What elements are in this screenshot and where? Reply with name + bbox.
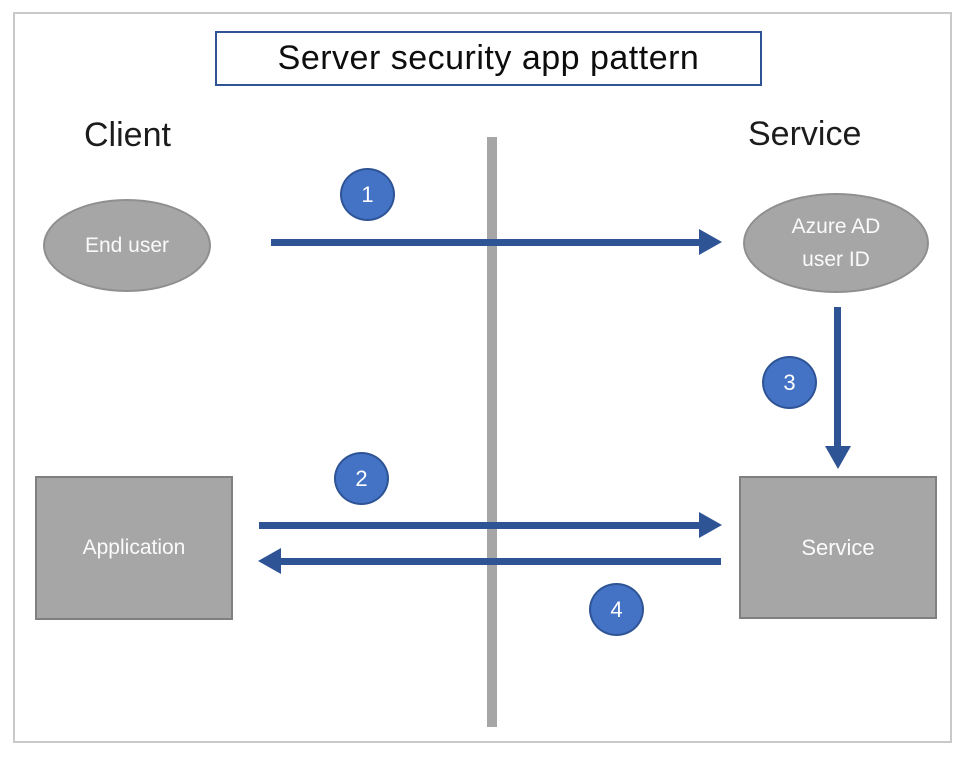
service-column-header: Service xyxy=(748,115,862,153)
diagram-title-box: Server security app pattern xyxy=(215,31,762,86)
step-1-number: 1 xyxy=(361,181,374,207)
step-2-number: 2 xyxy=(355,465,368,491)
client-service-divider xyxy=(487,137,497,727)
end-user-label: End user xyxy=(84,233,170,257)
arrow-1-head-right-icon xyxy=(699,229,722,255)
step-1-badge: 1 xyxy=(340,168,395,221)
arrow-3-head-down-icon xyxy=(825,446,851,469)
diagram-frame-border xyxy=(13,12,952,743)
azure-ad-label-line1: Azure AD xyxy=(791,215,881,238)
step-2-badge: 2 xyxy=(334,452,389,505)
arrow-3-line xyxy=(834,307,841,446)
step-3-number: 3 xyxy=(783,369,796,395)
arrow-4-line xyxy=(281,558,721,565)
arrow-2-line xyxy=(259,522,699,529)
service-node: Service xyxy=(739,476,937,619)
end-user-node: End user xyxy=(43,199,211,292)
azure-ad-user-id-node: Azure AD user ID xyxy=(743,193,929,293)
azure-ad-label-line2: user ID xyxy=(802,248,870,271)
step-4-number: 4 xyxy=(610,596,623,622)
diagram-title: Server security app pattern xyxy=(277,39,700,77)
application-label: Application xyxy=(82,536,186,559)
client-column-header: Client xyxy=(84,116,171,154)
service-label: Service xyxy=(801,534,875,560)
arrow-4-head-left-icon xyxy=(258,548,281,574)
step-3-badge: 3 xyxy=(762,356,817,409)
arrow-1-line xyxy=(271,239,699,246)
application-node: Application xyxy=(35,476,233,620)
arrow-2-head-right-icon xyxy=(699,512,722,538)
step-4-badge: 4 xyxy=(589,583,644,636)
